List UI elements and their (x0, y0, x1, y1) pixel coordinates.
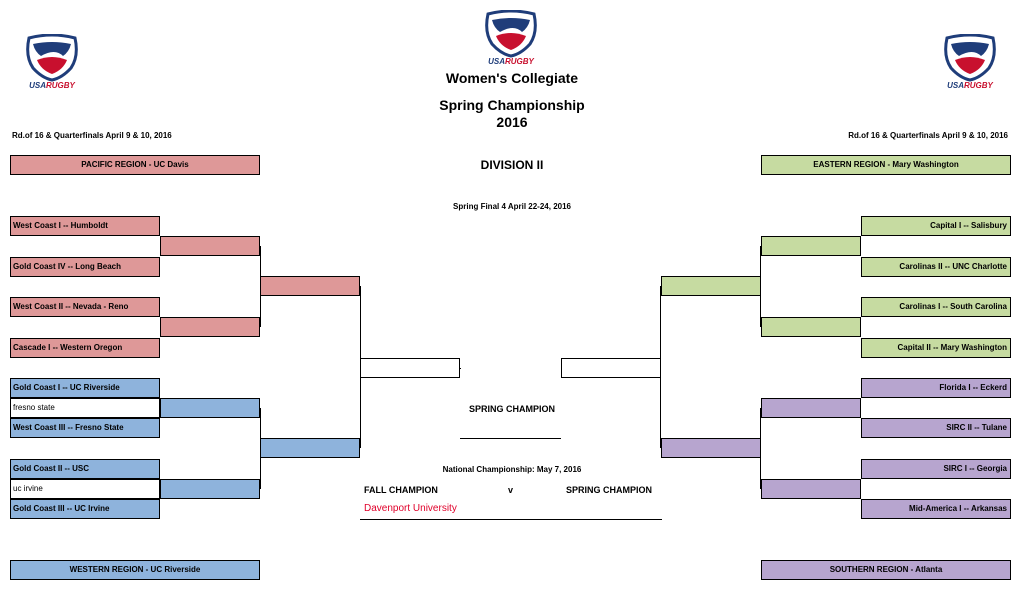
winner-slot-southern-region (661, 438, 761, 458)
spring-champion-line (460, 438, 561, 439)
fall-champion-name: Davenport University (364, 503, 457, 514)
region-western: WESTERN REGION - UC Riverside (10, 560, 260, 580)
team-slot-southern-1: Florida I -- Eckerd (861, 378, 1011, 398)
team-slot-western-6: Gold Coast III -- UC Irvine (10, 499, 160, 519)
svg-text:USARUGBY: USARUGBY (29, 81, 75, 90)
page-year: 2016 (496, 114, 528, 130)
page-title: Women's Collegiate (445, 70, 579, 86)
team-slot-eastern-1: Capital I -- Salisbury (861, 216, 1011, 236)
team-slot-pacific-2: Gold Coast IV -- Long Beach (10, 257, 160, 277)
team-slot-pacific-3: West Coast II -- Nevada - Reno (10, 297, 160, 317)
winner-slot-eastern-qf-1 (761, 236, 861, 256)
winner-slot-pacific-region (260, 276, 360, 296)
team-slot-eastern-2: Carolinas II -- UNC Charlotte (861, 257, 1011, 277)
svg-text:USARUGBY: USARUGBY (488, 57, 534, 66)
region-southern: SOUTHERN REGION - Atlanta (761, 560, 1011, 580)
usa-rugby-logo-right-icon: USARUGBY (944, 34, 996, 90)
semifinal-slot-left (360, 358, 460, 378)
region-pacific: PACIFIC REGION - UC Davis (10, 155, 260, 175)
winner-slot-eastern-qf-2 (761, 317, 861, 337)
spring-champion-final-label: SPRING CHAMPION (566, 485, 653, 495)
bracket-line (460, 368, 461, 369)
fall-champion-label: FALL CHAMPION (364, 485, 438, 495)
semifinal-slot-right (561, 358, 661, 378)
team-slot-western-1: Gold Coast I -- UC Riverside (10, 378, 160, 398)
region-eastern: EASTERN REGION - Mary Washington (761, 155, 1011, 175)
versus-label: v (508, 485, 514, 495)
division-label: DIVISION II (480, 158, 544, 172)
team-slot-southern-2: SIRC II -- Tulane (861, 418, 1011, 438)
round-dates-left: Rd.of 16 & Quarterfinals April 9 & 10, 2… (12, 131, 172, 140)
usa-rugby-logo-left-icon: USARUGBY (26, 34, 78, 90)
winner-slot-western-region (260, 438, 360, 458)
national-championship-date: National Championship: May 7, 2016 (442, 465, 582, 474)
team-slot-western-4: Gold Coast II -- USC (10, 459, 160, 479)
team-slot-pacific-1: West Coast I -- Humboldt (10, 216, 160, 236)
final-underline (360, 519, 662, 520)
team-slot-western-5: uc irvine (10, 479, 160, 499)
team-slot-southern-3: SIRC I -- Georgia (861, 459, 1011, 479)
team-slot-western-3: West Coast III -- Fresno State (10, 418, 160, 438)
winner-slot-western-qf-1 (160, 398, 260, 418)
winner-slot-pacific-qf-2 (160, 317, 260, 337)
final4-dates: Spring Final 4 April 22-24, 2016 (453, 202, 571, 211)
team-slot-western-2: fresno state (10, 398, 160, 418)
winner-slot-eastern-region (661, 276, 761, 296)
spring-champion-label: SPRING CHAMPION (468, 404, 555, 414)
team-slot-eastern-3: Carolinas I -- South Carolina (861, 297, 1011, 317)
winner-slot-western-qf-2 (160, 479, 260, 499)
winner-slot-pacific-qf-1 (160, 236, 260, 256)
team-slot-southern-4: Mid-America I -- Arkansas (861, 499, 1011, 519)
winner-slot-southern-qf-1 (761, 398, 861, 418)
team-slot-eastern-4: Capital II -- Mary Washington (861, 338, 1011, 358)
winner-slot-southern-qf-2 (761, 479, 861, 499)
round-dates-right: Rd.of 16 & Quarterfinals April 9 & 10, 2… (848, 131, 1008, 140)
usa-rugby-logo-center-icon: USARUGBY (485, 10, 537, 66)
page-subtitle: Spring Championship (439, 97, 585, 113)
svg-text:USARUGBY: USARUGBY (947, 81, 993, 90)
team-slot-pacific-4: Cascade I -- Western Oregon (10, 338, 160, 358)
